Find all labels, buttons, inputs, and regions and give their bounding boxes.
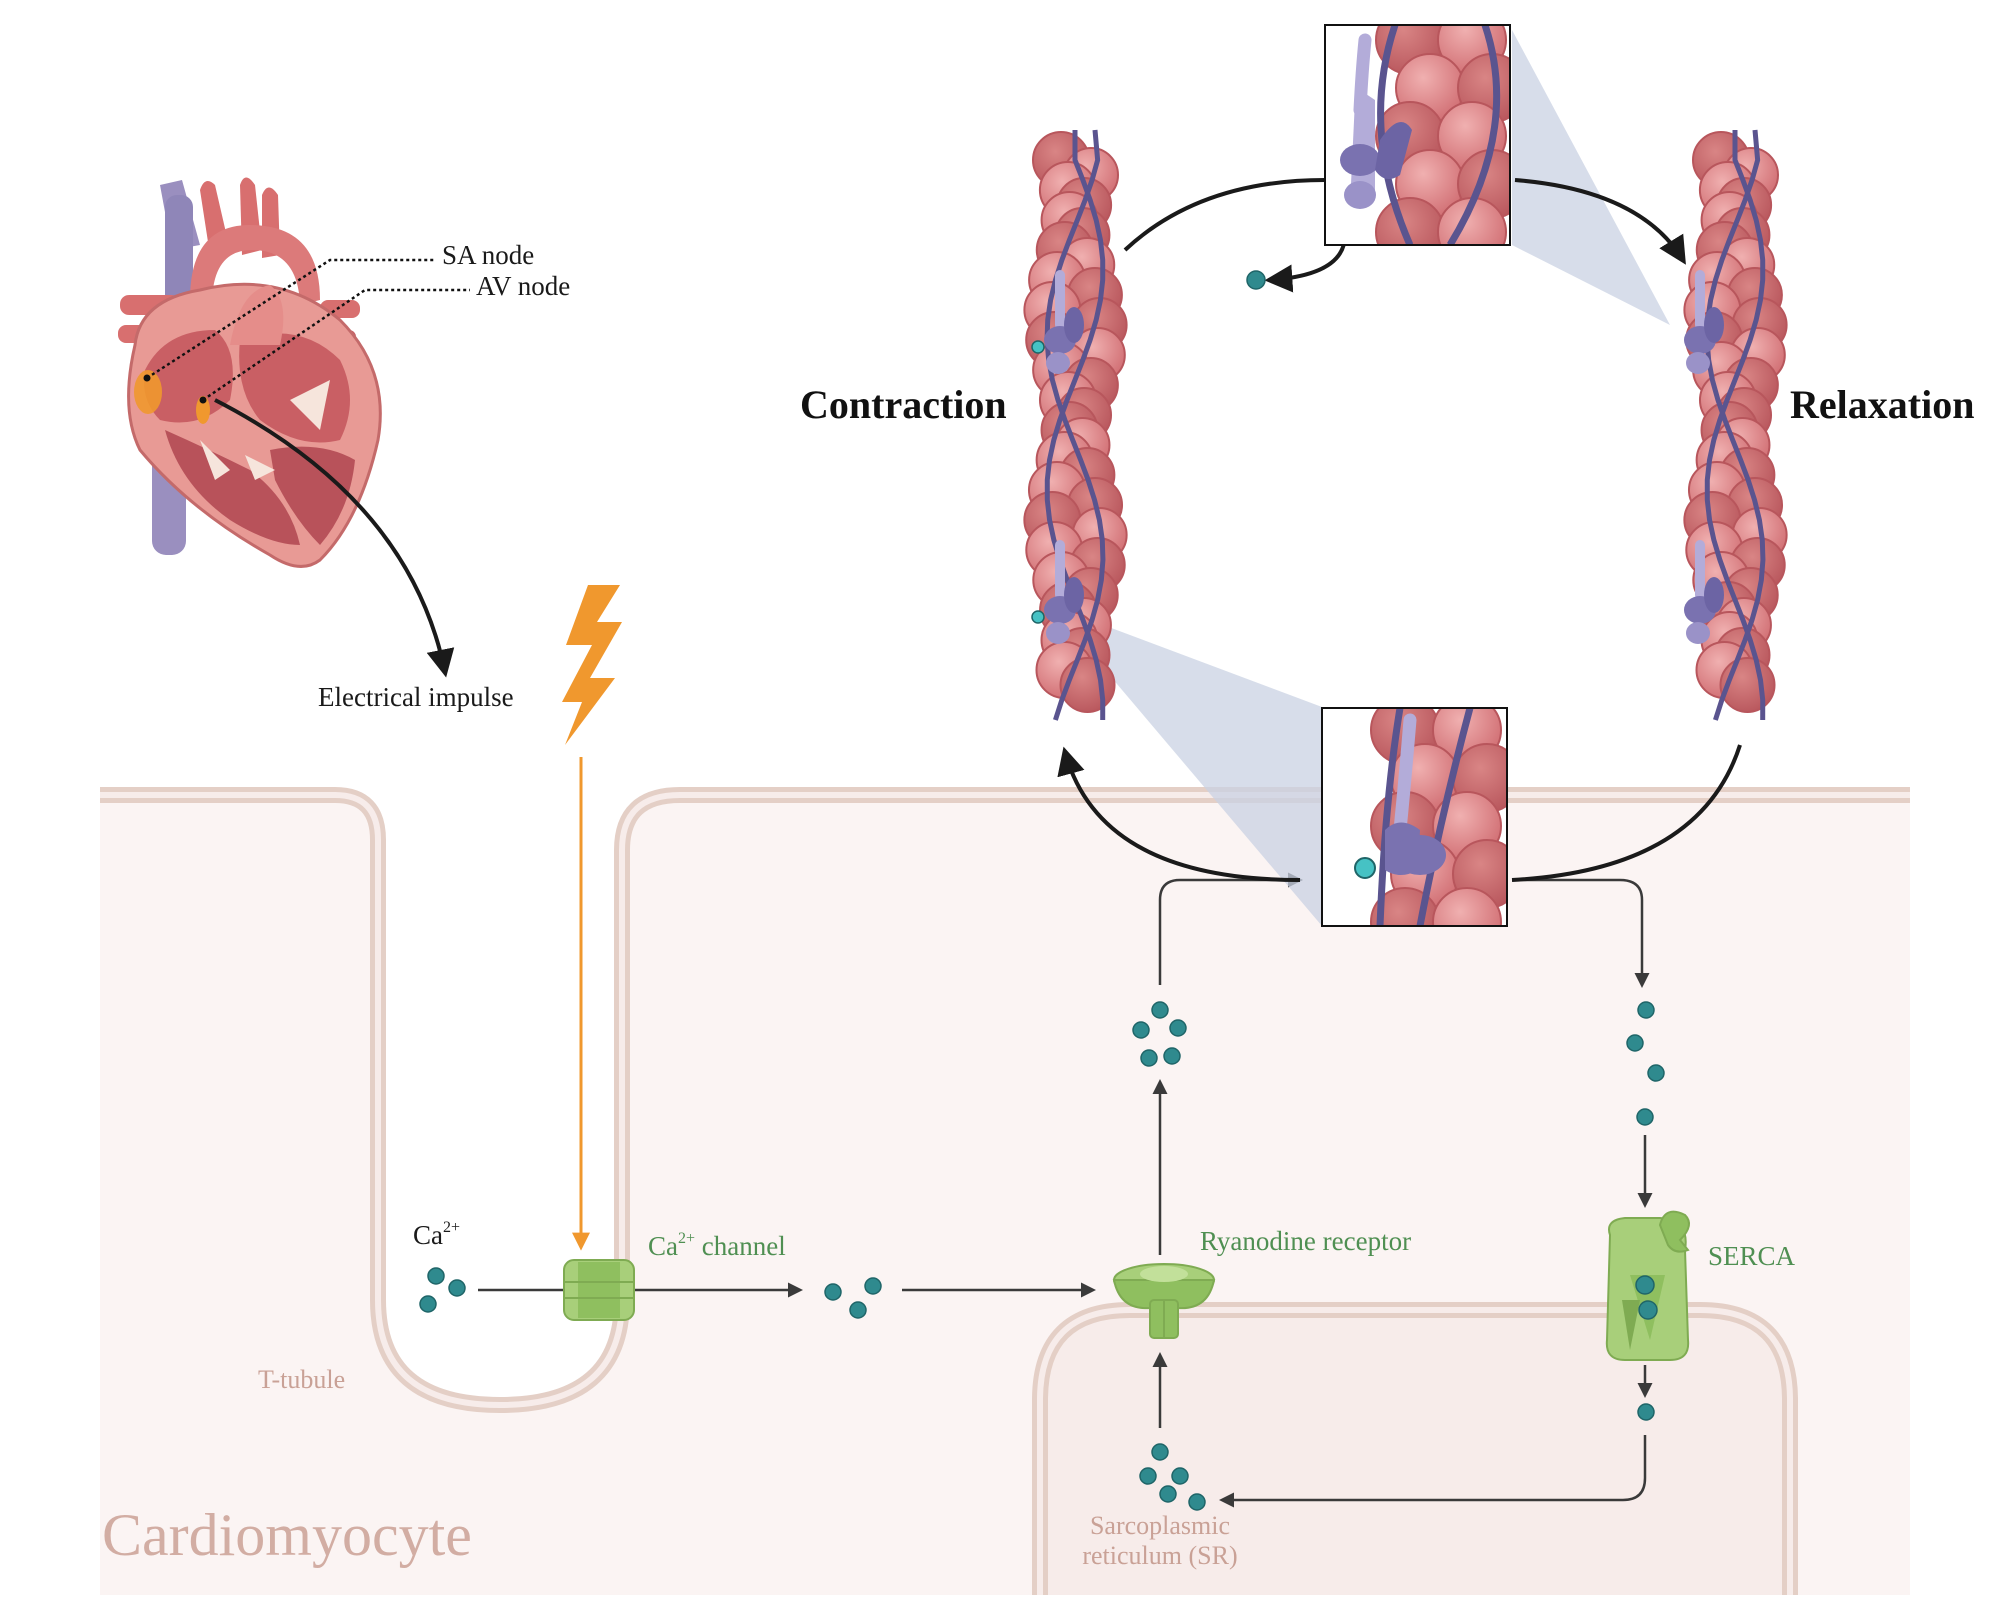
calcium-ion [1636, 1108, 1654, 1126]
sa-node [134, 370, 162, 414]
calcium-ion [1637, 1001, 1655, 1019]
calcium-ion [1626, 1034, 1644, 1052]
zoom-box-bound [1321, 707, 1508, 927]
zoom-cone-top [1512, 30, 1670, 325]
sarcoplasmic-reticulum [1032, 1302, 1798, 1595]
contraction-label: Contraction [800, 382, 1007, 427]
to-troponin-arrow [1158, 872, 1303, 985]
calcium-ion [1159, 1485, 1177, 1503]
node-leader-lines [146, 258, 470, 402]
calcium-ion [427, 1267, 445, 1285]
troponin-complex [1031, 540, 1084, 644]
cycle-arrow-top-right [1514, 178, 1686, 265]
tropomyosin-strand [1704, 129, 1766, 721]
calcium-ion-group-released [1132, 1001, 1187, 1067]
tropomyosin-strand [1044, 130, 1106, 721]
sr-label-line1: Sarcoplasmic [1090, 1511, 1230, 1540]
calcium-ion [864, 1277, 882, 1295]
impulse-arrow [214, 398, 455, 678]
sr-label-line2: reticulum (SR) [1082, 1541, 1237, 1570]
calcium-ion [448, 1279, 466, 1297]
relaxation-label: Relaxation [1790, 382, 1974, 427]
calcium-ion [1635, 1275, 1655, 1295]
calcium-ion [1647, 1064, 1665, 1082]
ryanodine-receptor-label: Ryanodine receptor [1200, 1226, 1411, 1256]
serca-pump-icon [1605, 1210, 1690, 1361]
contraction-filament [1023, 129, 1128, 721]
calcium-ion [1637, 1403, 1655, 1421]
calcium-ion [1031, 610, 1045, 624]
calcium-ion [824, 1283, 842, 1301]
cycle-arrow-bottom-right [1511, 744, 1742, 882]
calcium-ion [1354, 857, 1376, 879]
calcium-ion-group-reuptake [1626, 1001, 1665, 1126]
troponin-complex [1684, 540, 1724, 644]
av-node [196, 396, 210, 424]
av-node-label: AV node [476, 271, 570, 301]
ca-channel-label: Ca2+ channel [648, 1230, 786, 1261]
calcium-ion [1151, 1443, 1169, 1461]
ryanodine-receptor-icon [1112, 1263, 1216, 1339]
t-tubule-label: T-tubule [258, 1365, 345, 1394]
electrical-impulse-label: Electrical impulse [318, 682, 514, 712]
zoom-cone-bottom [1050, 605, 1322, 926]
ca-channel-icon [563, 1259, 635, 1321]
cycle-arrow-top-left [1123, 178, 1326, 252]
calcium-ion [1163, 1047, 1181, 1065]
tropomyosin-strand [1044, 129, 1106, 721]
calcium-ion [1140, 1049, 1158, 1067]
calcium-ion-group-outside [419, 1267, 466, 1313]
calcium-ion [1132, 1021, 1150, 1039]
to-serca-path [1512, 878, 1650, 988]
cycle-arrow-bottom-left [1057, 746, 1301, 882]
zoom-box-relaxed [1324, 24, 1511, 246]
calcium-ion [1139, 1467, 1157, 1485]
troponin-complex [1684, 270, 1724, 374]
serca-label: SERCA [1708, 1241, 1796, 1271]
calcium-ion [1171, 1467, 1189, 1485]
relaxation-filament [1683, 129, 1788, 721]
tropomyosin-strand [1704, 130, 1766, 721]
actin-bead [1375, 197, 1445, 245]
actin-bead [1432, 887, 1502, 926]
calcium-ion-group-sr [1139, 1443, 1206, 1511]
calcium-ion [1031, 340, 1045, 354]
calcium-ion [1638, 1300, 1658, 1320]
lightning-bolt-icon [562, 585, 622, 745]
calcium-ion [849, 1301, 867, 1319]
return-to-sr-arrow [1219, 1435, 1647, 1508]
calcium-ion [1151, 1001, 1169, 1019]
calcium-label: Ca2+ [413, 1219, 460, 1250]
calcium-ion [419, 1295, 437, 1313]
heart-illustration [118, 177, 382, 568]
cardiomyocyte-label: Cardiomyocyte [102, 1502, 472, 1568]
calcium-ion [1188, 1493, 1206, 1511]
sa-node-label: SA node [442, 240, 534, 270]
calcium-ion [1246, 270, 1266, 290]
calcium-ion-group-cytosol [824, 1277, 882, 1319]
calcium-ion [1169, 1019, 1187, 1037]
troponin-complex [1031, 270, 1084, 374]
